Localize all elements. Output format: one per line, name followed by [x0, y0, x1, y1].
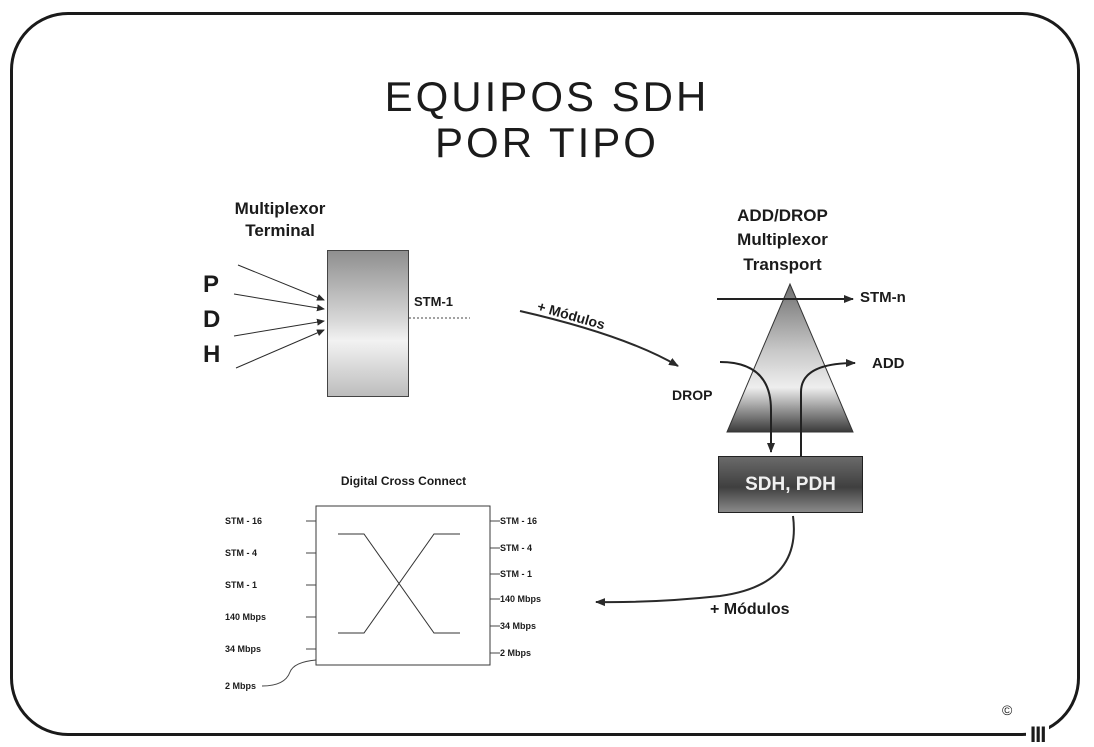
adm-label-line3: Transport [743, 255, 822, 274]
dcc-box [315, 505, 491, 666]
pdh-letter-d: D [203, 306, 221, 333]
dcc-title: Digital Cross Connect [340, 474, 467, 488]
add-label: ADD [872, 355, 905, 372]
dcc-right-port: STM - 4 [500, 543, 533, 553]
pdh-input-arrow [237, 264, 325, 301]
dcc-right-port: 34 Mbps [500, 621, 537, 631]
stm-n-label: STM-n [860, 289, 906, 306]
terminal-mux-label-line2: Terminal [245, 221, 315, 240]
pdh-input-arrow [235, 329, 325, 369]
dcc-left-port: 2 Mbps [225, 681, 257, 691]
copyright-symbol: © [1002, 702, 1013, 718]
pdh-letter-h: H [203, 341, 221, 368]
sdh-pdh-label: SDH, PDH [745, 473, 836, 495]
slide-title-line2: POR TIPO [435, 119, 659, 166]
slide-title-line1: EQUIPOS SDH [384, 73, 710, 120]
sdh-pdh-box: SDH, PDH [718, 456, 863, 513]
dcc-left-port: STM - 4 [225, 548, 258, 558]
dcc-left-port: STM - 16 [225, 516, 263, 526]
stm1-output-label: STM-1 [414, 294, 453, 309]
pdh-input-arrow [233, 318, 325, 337]
dcc-right-port: STM - 1 [500, 569, 533, 579]
adm-label-line2: Multiplexor [737, 230, 828, 249]
drop-arrow [719, 361, 775, 453]
logo-mark: III [1026, 724, 1050, 746]
modules-arrow-top [519, 310, 679, 367]
modules-arrow-bottom [595, 515, 795, 607]
dcc-left-port: 140 Mbps [225, 612, 267, 622]
dcc-right-port: 2 Mbps [500, 648, 532, 658]
slide-frame [10, 12, 1080, 736]
dcc-left-port: STM - 1 [225, 580, 258, 590]
dcc-right-port: STM - 16 [500, 516, 538, 526]
dcc-2mbps-leader [261, 659, 317, 687]
drop-label: DROP [672, 387, 713, 403]
adm-triangle [726, 282, 854, 433]
dcc-left-port: 34 Mbps [225, 644, 262, 654]
modules-arrow-bottom-label: + Módulos [710, 601, 790, 618]
terminal-mux-box [327, 250, 409, 397]
pdh-letter-p: P [203, 271, 220, 298]
pdh-input-arrow [233, 293, 325, 312]
dcc-cross-line [338, 533, 460, 634]
adm-label-line1: ADD/DROP [737, 206, 828, 225]
dcc-right-port: 140 Mbps [500, 594, 542, 604]
add-arrow [800, 359, 856, 456]
terminal-mux-label-line1: Multiplexor [234, 199, 326, 218]
